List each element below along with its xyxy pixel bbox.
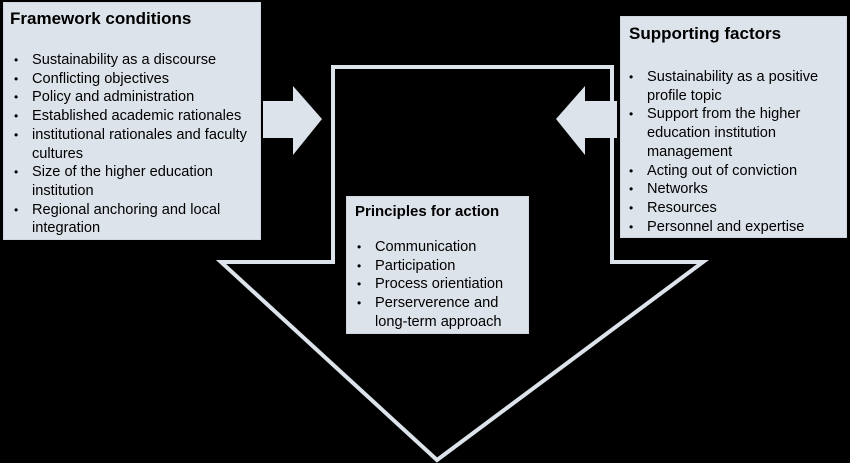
list-item: • Acting out of conviction: [629, 162, 838, 181]
list-item: • Conflicting objectives: [10, 70, 250, 89]
list-item: • Participation: [355, 257, 520, 276]
list-item-text: Policy and administration: [32, 89, 195, 106]
bullet-icon: •: [357, 258, 362, 273]
list-item: • Communication: [355, 238, 520, 257]
list-item: • Support from the higher education insti…: [629, 105, 838, 161]
principles-for-action-box: Principles for action • Communication • Par…: [346, 196, 529, 334]
bullet-icon: •: [14, 165, 19, 180]
bullet-icon: •: [629, 200, 634, 215]
bullet-icon: •: [629, 163, 634, 178]
supporting-factors-title: Supporting factors: [629, 24, 782, 43]
principles-for-action-list: • Communication • Participation • Process ori…: [355, 238, 520, 332]
big-down-arrow: [215, 65, 710, 463]
framework-conditions-title: Framework conditions: [10, 9, 192, 28]
list-item: • Sustainability as a positive profile to…: [629, 68, 838, 105]
list-item-text: Networks: [647, 181, 708, 198]
bullet-icon: •: [629, 70, 634, 84]
list-item: • Process orientiation: [355, 275, 520, 294]
list-item: • Established academic rationales: [10, 107, 250, 126]
bullet-icon: •: [629, 107, 634, 122]
list-item: • Regional anchoring and local integratio…: [10, 201, 250, 238]
left-arrow: [556, 86, 617, 155]
bullet-icon: •: [357, 240, 362, 254]
list-item-text: Participation: [375, 257, 456, 274]
list-item: • Networks: [629, 180, 838, 199]
bullet-icon: •: [14, 127, 19, 142]
list-item-text: Process orientiation: [375, 276, 504, 293]
list-item-text: Acting out of conviction: [647, 162, 798, 179]
list-item-text: Sustainability as a positive profile top…: [647, 69, 819, 104]
list-item-text: Established academic rationales: [32, 108, 242, 125]
bullet-icon: •: [14, 90, 19, 105]
list-item-text: Regional anchoring and local integration: [32, 201, 221, 237]
list-item-text: Personnel and expertise: [647, 218, 805, 235]
list-item-text: Communication: [375, 239, 477, 255]
framework-conditions-box: Framework conditions • Sustainability as …: [3, 2, 261, 240]
framework-conditions-list: • Sustainability as a discourse • Conflicti…: [10, 51, 250, 238]
principles-for-action-title: Principles for action: [355, 203, 500, 220]
bullet-icon: •: [14, 53, 19, 67]
list-item: • Size of the higher education institutio…: [10, 163, 250, 200]
supporting-factors-box: Supporting factors • Sustainability as a …: [620, 16, 847, 238]
bullet-icon: •: [357, 296, 362, 311]
list-item: • Policy and administration: [10, 88, 250, 107]
list-item-text: Size of the higher education institution: [32, 164, 213, 199]
list-item: • Perserverence and long-term approach: [355, 294, 520, 331]
list-item-text: Sustainability as a discourse: [32, 52, 217, 68]
list-item: • Resources: [629, 199, 838, 218]
supporting-factors-list: • Sustainability as a positive profile to…: [629, 68, 838, 236]
list-item: • institutional rationales and faculty cu…: [10, 126, 250, 163]
bullet-icon: •: [629, 182, 634, 197]
list-item-text: institutional rationales and faculty cul…: [32, 126, 247, 162]
list-item-text: Support from the higher education instit…: [647, 106, 801, 160]
list-item: • Sustainability as a discourse: [10, 51, 250, 70]
bullet-icon: •: [357, 277, 362, 292]
list-item-text: Resources: [647, 199, 717, 216]
list-item-text: Perserverence and long-term approach: [375, 295, 502, 330]
list-item-text: Conflicting objectives: [32, 70, 170, 87]
bullet-icon: •: [14, 202, 19, 217]
list-item: • Personnel and expertise: [629, 218, 838, 237]
bullet-icon: •: [14, 109, 19, 124]
right-arrow: [263, 86, 322, 155]
bullet-icon: •: [629, 219, 634, 234]
bullet-icon: •: [14, 71, 19, 86]
